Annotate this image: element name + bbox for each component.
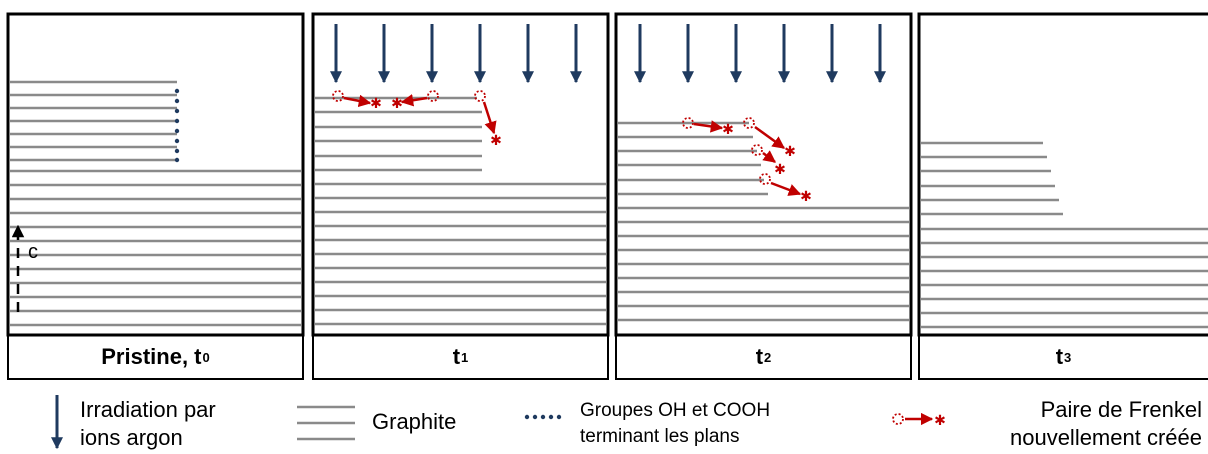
panel-caption-frame-t3 — [918, 334, 1208, 380]
panel-caption-frame-t0 — [7, 334, 304, 380]
legend-groupes-label: Groupes OH et COOH terminant les plans — [580, 398, 770, 450]
legend-frenkel-icon: ✱ — [892, 412, 946, 429]
legend-frenkel-line-1: Paire de Frenkel — [1040, 397, 1202, 422]
legend-oh-dots — [524, 414, 562, 420]
legend-irradiation-label: Irradiation par ions argon — [80, 396, 216, 452]
legend-frenkel-label: Paire de Frenkel nouvellement créée — [1010, 396, 1202, 452]
frenkel-pair: ✱ — [751, 144, 786, 178]
legend-groupes-line-1: Groupes OH et COOH — [580, 400, 771, 421]
panel-caption-frame-t2 — [615, 334, 912, 380]
panel-caption-subscript: 3 — [1064, 349, 1072, 365]
legend-frenkel-line-2: nouvellement créée — [1009, 425, 1202, 450]
panel-frame-t1 — [311, 12, 610, 337]
panel-caption-text: t — [1055, 344, 1064, 369]
svg-text:✱: ✱ — [774, 162, 786, 178]
frenkel-pair: ✱ — [391, 90, 439, 112]
panel-caption-text: Pristine, t — [101, 344, 202, 369]
frenkel-pair: ✱ — [682, 117, 734, 138]
panel-caption-frame-t1 — [312, 334, 609, 380]
svg-text:✱: ✱ — [784, 144, 796, 160]
legend-irradiation-line-2: ions argon — [80, 425, 183, 450]
frenkel-pair: ✱ — [743, 117, 796, 160]
svg-text:✱: ✱ — [490, 133, 502, 149]
panel-frames — [6, 12, 1208, 380]
graphite-planes-t2 — [618, 121, 909, 322]
frenkel-pairs-t1: ✱ ✱ ✱ — [332, 90, 502, 149]
frenkel-pairs-t2: ✱ ✱ ✱ ✱ — [682, 117, 812, 205]
frenkel-pair: ✱ — [759, 173, 812, 205]
panel-caption-text: t — [452, 344, 461, 369]
legend-graphite-lines — [297, 405, 355, 441]
graphite-planes-t3 — [921, 141, 1208, 329]
frenkel-pair: ✱ — [474, 90, 502, 149]
panel-caption-subscript: 0 — [202, 349, 210, 365]
graphite-planes-t1 — [315, 96, 606, 326]
ion-arrows-t1 — [330, 24, 582, 84]
legend-graphite-text: Graphite — [372, 409, 457, 434]
legend-graphite-label: Graphite — [372, 408, 456, 436]
panel-caption-text: t — [755, 344, 764, 369]
frenkel-pair: ✱ — [332, 90, 382, 112]
panel-caption-subscript: 2 — [764, 349, 772, 365]
legend-irradiation-line-1: Irradiation par — [80, 397, 216, 422]
legend-groupes-line-2: terminant les plans — [580, 426, 740, 447]
panel-frame-t0 — [6, 12, 305, 337]
svg-text:✱: ✱ — [722, 122, 734, 138]
graphite-planes-t0 — [10, 80, 301, 327]
panel-frame-t3 — [917, 12, 1208, 337]
svg-text:✱: ✱ — [934, 413, 946, 429]
c-axis-label: c — [28, 241, 38, 263]
panel-caption-subscript: 1 — [461, 349, 469, 365]
svg-text:✱: ✱ — [391, 96, 403, 112]
oh-cooh-dots-t0 — [174, 88, 180, 163]
ion-arrows-t2 — [634, 24, 886, 84]
svg-text:✱: ✱ — [800, 189, 812, 205]
svg-text:✱: ✱ — [370, 96, 382, 112]
